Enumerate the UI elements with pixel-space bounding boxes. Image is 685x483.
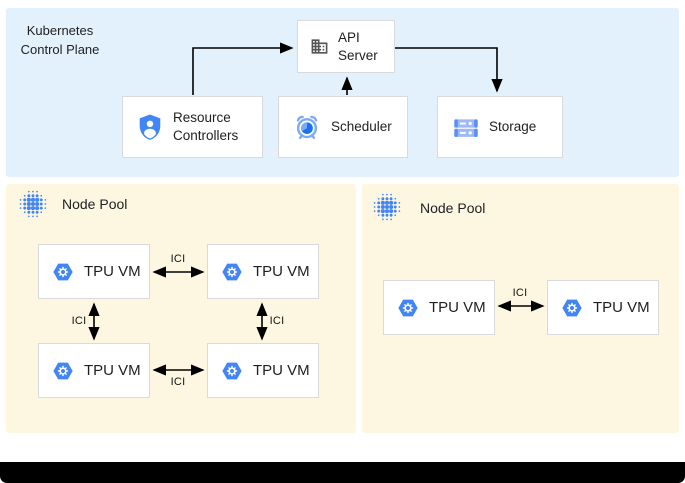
api-server-label: API Server bbox=[338, 29, 378, 63]
hexagon-gear-icon bbox=[53, 263, 73, 280]
resource-controllers-label: Resource Controllers bbox=[173, 110, 239, 143]
api-server-box: API Server bbox=[297, 20, 395, 73]
tpu-vm-label: TPU VM bbox=[84, 361, 141, 379]
alarm-clock-icon bbox=[296, 115, 318, 140]
ici-label: ICI bbox=[170, 376, 186, 388]
tpu-vm-label: TPU VM bbox=[593, 298, 650, 316]
ici-label: ICI bbox=[512, 287, 528, 299]
tpu-vm-box: TPU VM bbox=[207, 343, 319, 398]
tpu-vm-box: TPU VM bbox=[38, 343, 150, 398]
tpu-vm-label: TPU VM bbox=[253, 262, 310, 280]
ici-label: ICI bbox=[71, 315, 87, 327]
storage-box: Storage bbox=[437, 96, 563, 158]
tpu-vm-box: TPU VM bbox=[547, 280, 659, 335]
hexagon-gear-icon bbox=[398, 299, 418, 316]
hexagon-gear-icon bbox=[53, 362, 73, 379]
dot-cluster-icon bbox=[19, 190, 47, 218]
storage-disks-icon bbox=[454, 119, 478, 137]
storage-label: Storage bbox=[489, 119, 537, 135]
hexagon-gear-icon bbox=[562, 299, 582, 316]
node-pool-right-label: Node Pool bbox=[420, 200, 486, 216]
tpu-vm-label: TPU VM bbox=[253, 361, 310, 379]
node-pool-left-label: Node Pool bbox=[62, 196, 128, 212]
tpu-vm-box: TPU VM bbox=[383, 280, 495, 335]
tpu-vm-label: TPU VM bbox=[84, 262, 141, 280]
footer-bar bbox=[0, 462, 685, 483]
scheduler-label: Scheduler bbox=[331, 119, 392, 135]
control-plane-title: Kubernetes Control Plane bbox=[20, 23, 100, 57]
tpu-vm-label: TPU VM bbox=[429, 298, 486, 316]
building-icon bbox=[311, 39, 328, 54]
ici-label: ICI bbox=[269, 315, 285, 327]
hexagon-gear-icon bbox=[222, 263, 242, 280]
scheduler-box: Scheduler bbox=[278, 96, 408, 158]
hexagon-gear-icon bbox=[222, 362, 242, 379]
shield-user-icon bbox=[139, 114, 161, 140]
resource-controllers-box: Resource Controllers bbox=[122, 96, 263, 158]
dot-cluster-icon bbox=[373, 193, 401, 221]
tpu-vm-box: TPU VM bbox=[207, 244, 319, 299]
ici-label: ICI bbox=[170, 253, 186, 265]
tpu-vm-box: TPU VM bbox=[38, 244, 150, 299]
